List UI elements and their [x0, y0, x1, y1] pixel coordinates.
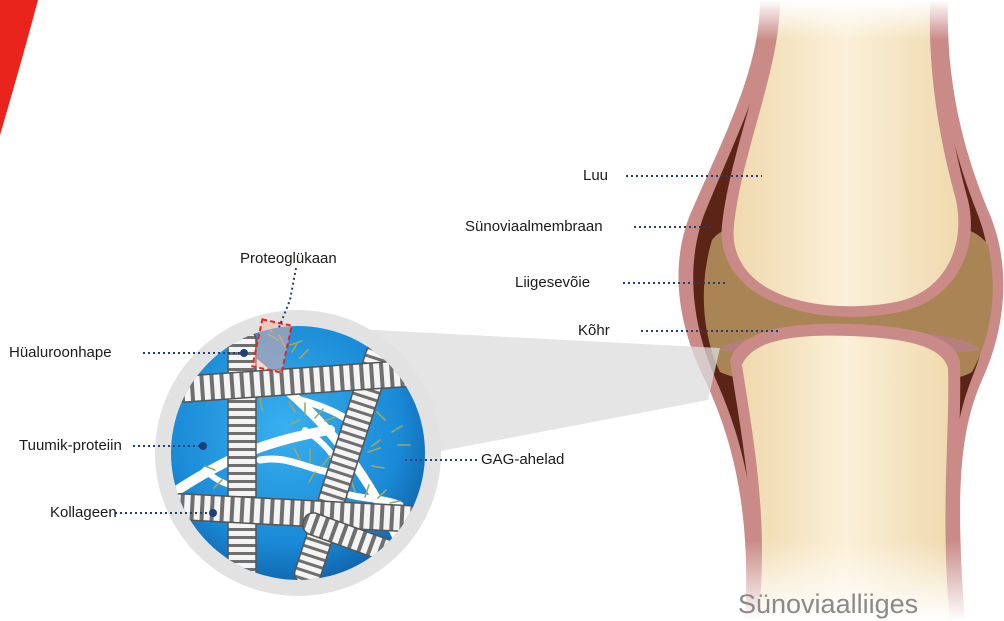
label-collagen: Kollageen: [50, 504, 117, 522]
diagram-title: Sünoviaalliiges: [738, 588, 918, 620]
label-core-protein: Tuumik-proteiin: [19, 437, 122, 455]
label-bone: Luu: [583, 167, 608, 185]
label-cartilage: Kõhr: [578, 322, 610, 340]
label-synovial-membrane: Sünoviaalmembraan: [465, 218, 603, 236]
synovial-joint-illustration: [678, 0, 1004, 621]
red-corner-accent: [0, 0, 38, 135]
label-hyaluronic-acid: Hüaluroonhape: [9, 344, 112, 362]
label-synovial-fluid: Liigesevõie: [515, 274, 590, 292]
label-gag-chains: GAG-ahelad: [481, 451, 564, 469]
label-proteoglycan: Proteoglükaan: [240, 250, 337, 268]
